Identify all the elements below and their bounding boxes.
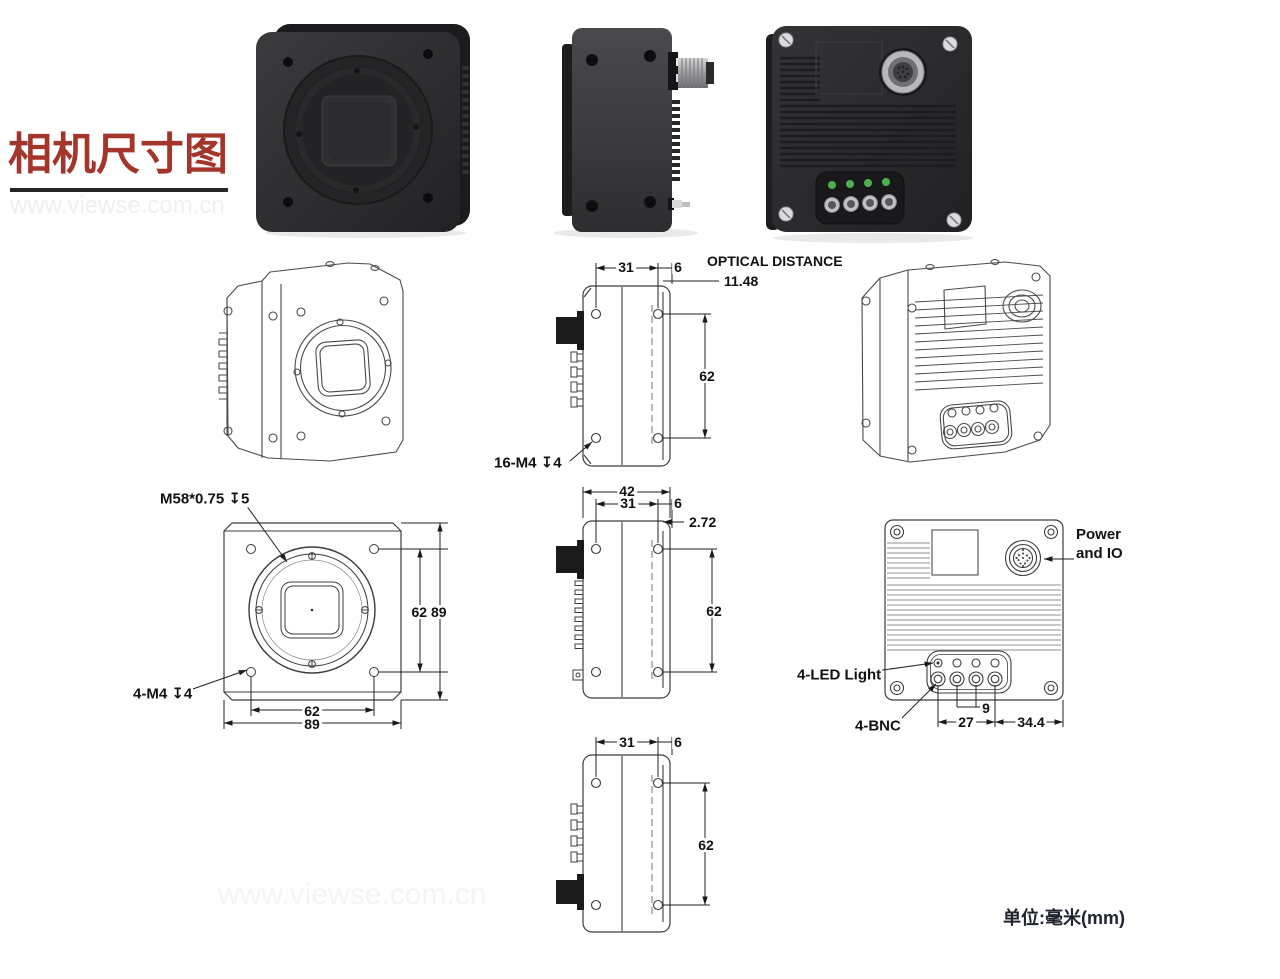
mount-m58-label: M58*0.75 ↧5 [159,490,251,508]
front-wireframe-drawing [218,261,404,462]
watermark-bottom: www.viewse.com.cn [218,878,487,911]
power-connector-outline [556,311,584,350]
title-underline [10,188,228,192]
led-lights [828,178,890,189]
dim-11-48: 11.48 [722,273,761,289]
watermark-top: www.viewse.com.cn [10,192,225,219]
dim-6-side-mid: 6 [672,495,684,511]
led-light-label: 4-LED Light [796,666,883,684]
bnc-label: 4-BNC [854,717,902,735]
dim-31-side-mid: 31 [618,495,638,511]
heatsink-fins-outline [574,580,584,649]
bnc-stubs-outline [570,803,584,863]
optical-distance-label: OPTICAL DISTANCE [706,252,844,270]
corner-screws-outline [889,524,1059,696]
dim-31-side-bottom: 31 [617,734,637,750]
dim-62-side-top: 62 [697,368,717,384]
front-photo-render [256,24,470,238]
dim-2-72: 2.72 [687,514,719,530]
dim-34-4-back: 34.4 [1015,714,1047,730]
dim-6-side-top: 6 [672,259,684,275]
dim-27-back: 27 [956,714,976,730]
thread-16-m4-label: 16-M4 ↧4 [493,454,563,472]
power-io-label: Power and IO [1076,526,1123,562]
units-note: 单位:毫米(mm) [1003,908,1125,928]
side-ortho-top-drawing [556,263,719,467]
bnc-stubs-outline [570,351,584,408]
power-connector-render [879,48,927,96]
back-ortho-drawing [868,519,1074,727]
io-panel-render [815,171,905,225]
power-connector-outline [556,874,584,910]
back-photo-render [766,26,973,243]
dim-62-side-mid: 62 [704,603,724,619]
dim-62-side-bottom: 62 [696,837,716,853]
bnc-connectors [824,194,897,213]
power-connector-outline [556,540,584,579]
screw-4-m4-label: 4-M4 ↧4 [132,685,194,703]
side-ortho-bottom-drawing [556,737,710,933]
power-connector-render [668,52,714,90]
back-wireframe-drawing [861,259,1051,463]
page-title: 相机尺寸图 [8,130,228,179]
dim-6-side-bottom: 6 [672,734,684,750]
dim-31-side-top: 31 [616,259,636,275]
side-photo-render [554,28,714,238]
dim-9-back: 9 [980,700,992,716]
power-connector-outline [1004,539,1042,577]
io-panel-outline [926,650,1012,694]
dim-89-front-bottom: 89 [302,716,322,732]
dim-62-89-front: 62 89 [409,604,449,620]
